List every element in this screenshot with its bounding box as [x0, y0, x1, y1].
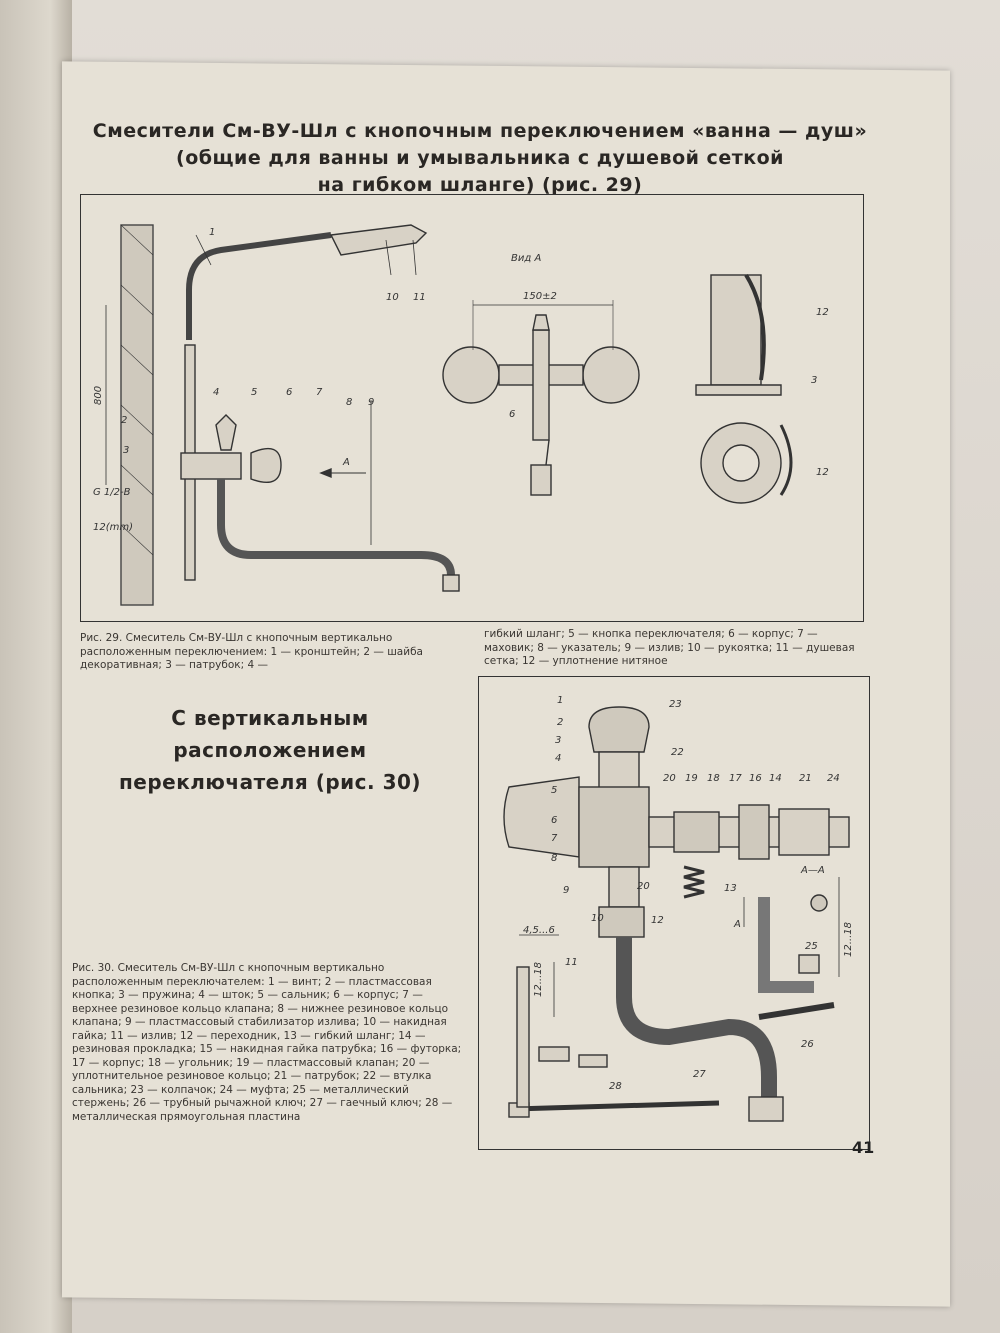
- page-title: Смесители См-ВУ-Шл с кнопочным переключе…: [90, 118, 870, 199]
- spout: [217, 479, 455, 590]
- left-page-edge: [0, 0, 72, 1333]
- figure-29-frame: 1 2 3 4 5 6 7 8 9 10 11 12 3 12 6 Вид А …: [80, 194, 864, 622]
- fig29-part-5: 5: [251, 387, 257, 398]
- dimension-top: 150±2: [523, 291, 557, 302]
- fig29-part-4: 4: [213, 387, 219, 398]
- fig29-part-6: 6: [286, 387, 292, 398]
- fig30-part-8: 8: [551, 853, 557, 864]
- fig30-part-20b: 20: [637, 881, 650, 892]
- figure-29-drawing: 1 2 3 4 5 6 7 8 9 10 11 12 3 12 6 Вид А …: [93, 224, 829, 606]
- fig30-part-22: 22: [671, 747, 684, 758]
- fig30-part-5: 5: [551, 785, 557, 796]
- fig30-part-10: 10: [591, 913, 604, 924]
- fig30-part-12: 12: [651, 915, 664, 926]
- lever-handle: [503, 776, 580, 858]
- fig30-part-16: 16: [749, 773, 762, 784]
- fig29-part-3: 3: [123, 445, 129, 456]
- fig30-part-13: 13: [724, 883, 737, 894]
- fig30-part-4: 4: [555, 753, 561, 764]
- fig29-part-11: 11: [413, 292, 426, 303]
- fig29-part-12b: 12: [816, 467, 829, 478]
- subtitle-line-1: С вертикальным расположением: [171, 706, 369, 762]
- fig30-part-23: 23: [669, 699, 682, 710]
- fig29-part-1: 1: [209, 227, 215, 238]
- fig29-part-2: 2: [121, 415, 127, 426]
- subtitle-line-2: переключателя (рис. 30): [118, 770, 422, 794]
- title-line-2: (общие для ванны и умывальника с душевой…: [176, 147, 784, 169]
- shower-head: [329, 224, 428, 256]
- fig29-part-6b: 6: [509, 409, 515, 420]
- fig30-part-25: 25: [805, 941, 818, 952]
- spout: [616, 937, 777, 1107]
- mixer-body: [180, 452, 242, 480]
- fig30-part-27: 27: [693, 1069, 706, 1080]
- fig30-part-19: 19: [685, 773, 698, 784]
- fig30-part-24: 24: [827, 773, 840, 784]
- fig29-part-3b: 3: [811, 375, 817, 386]
- fig30-part-9: 9: [563, 885, 569, 896]
- fig30-part-2: 2: [557, 717, 563, 728]
- section-subtitle: С вертикальным расположением переключате…: [80, 702, 460, 798]
- view-a-left-wheel: [442, 346, 500, 404]
- fig30-part-18: 18: [707, 773, 720, 784]
- view-a-right-wheel: [582, 346, 640, 404]
- fig29-part-7: 7: [316, 387, 323, 398]
- page-number: 41: [852, 1138, 875, 1157]
- cap: [588, 706, 650, 753]
- dim-12-18-b: 12...18: [843, 922, 854, 957]
- view-a-label: Вид А: [511, 253, 541, 264]
- dimension-thread: G 1/2-B: [93, 487, 131, 498]
- dim-4-5-6: 4,5...6: [523, 925, 555, 936]
- fig30-part-28: 28: [609, 1081, 622, 1092]
- fig30-part-3: 3: [555, 735, 561, 746]
- dimension-vertical: 800: [93, 386, 104, 405]
- fig29-part-12a: 12: [816, 307, 829, 318]
- title-line-3: на гибком шланге) (рис. 29): [317, 174, 643, 196]
- shower-bracket: [186, 232, 332, 340]
- figure-30-frame: 1 2 3 4 5 6 7 8 9 10 11 12 13 14 16 17 1…: [478, 676, 870, 1150]
- title-line-1: Смесители См-ВУ-Шл с кнопочным переключе…: [92, 120, 868, 142]
- seal-detail: [710, 274, 762, 386]
- fig30-part-17: 17: [729, 773, 742, 784]
- body: [578, 786, 650, 868]
- handwheel: [250, 447, 282, 483]
- fig29-part-10: 10: [386, 292, 399, 303]
- fig30-part-21: 21: [799, 773, 812, 784]
- dimension-bottom: 12(mm): [93, 522, 133, 533]
- fig30-part-6: 6: [551, 815, 557, 826]
- fig30-part-11: 11: [565, 957, 578, 968]
- figure-30-caption: Рис. 30. Смеситель См-ВУ-Шл с кнопочным …: [72, 962, 462, 1123]
- fig29-part-9: 9: [368, 397, 374, 408]
- fig29-part-8: 8: [346, 397, 352, 408]
- fig30-part-26: 26: [801, 1039, 814, 1050]
- dim-12-18-a: 12...18: [533, 962, 544, 997]
- figure-29-caption-part-2: гибкий шланг; 5 — кнопка переключателя; …: [484, 628, 855, 667]
- arrow-a-label: A: [342, 457, 350, 468]
- fig30-part-7: 7: [551, 833, 558, 844]
- figure-29-caption-part-1: Рис. 29. Смеситель См-ВУ-Шл с кнопочным …: [80, 632, 423, 671]
- button-knob: [215, 414, 237, 451]
- wall: [120, 224, 154, 606]
- fig30-arrow-a: A: [733, 919, 741, 930]
- section-aa-label: А—А: [800, 865, 825, 876]
- fig30-part-14: 14: [769, 773, 782, 784]
- fig30-part-20a: 20: [663, 773, 676, 784]
- fig30-part-1: 1: [557, 695, 563, 706]
- figure-30-drawing: 1 2 3 4 5 6 7 8 9 10 11 12 13 14 16 17 1…: [503, 695, 854, 1122]
